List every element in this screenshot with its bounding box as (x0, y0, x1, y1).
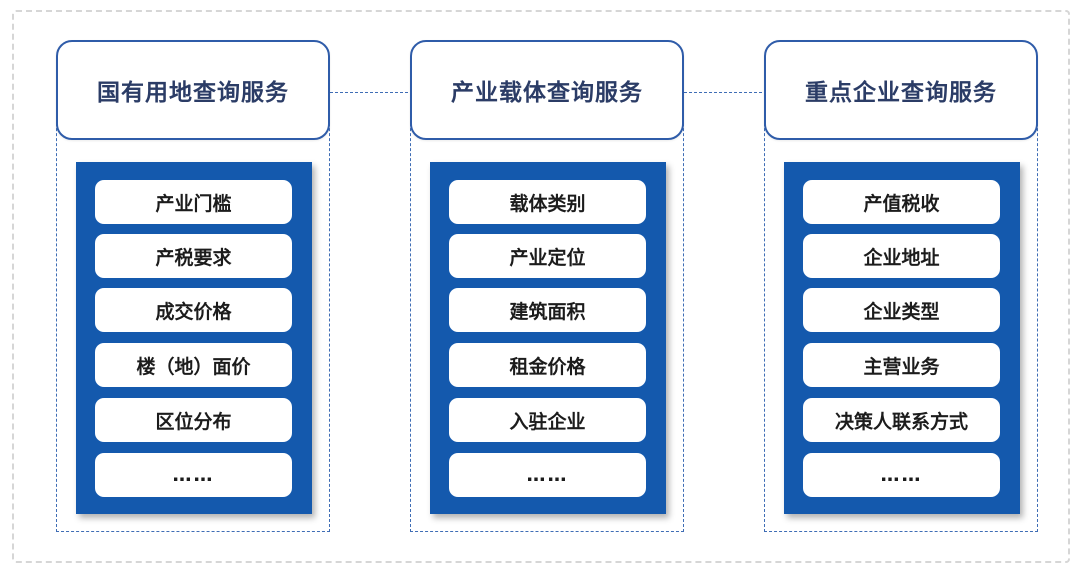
list-item[interactable]: 产业门槛 (95, 180, 292, 224)
service-title[interactable]: 产业载体查询服务 (410, 40, 684, 140)
list-item[interactable]: 决策人联系方式 (803, 398, 1000, 442)
service-group-enterprise: 重点企业查询服务 产值税收 企业地址 企业类型 主营业务 决策人联系方式 …… (764, 40, 1038, 532)
list-item[interactable]: 楼（地）面价 (95, 343, 292, 387)
list-item[interactable]: 载体类别 (449, 180, 646, 224)
item-panel: 产值税收 企业地址 企业类型 主营业务 决策人联系方式 …… (784, 162, 1020, 514)
group-dashed-border (410, 98, 684, 532)
list-item[interactable]: 产税要求 (95, 234, 292, 278)
list-item[interactable]: 企业类型 (803, 288, 1000, 332)
list-item[interactable]: 建筑面积 (449, 288, 646, 332)
list-item-more[interactable]: …… (95, 453, 292, 497)
list-item[interactable]: 入驻企业 (449, 398, 646, 442)
item-panel: 载体类别 产业定位 建筑面积 租金价格 入驻企业 …… (430, 162, 666, 514)
list-item[interactable]: 企业地址 (803, 234, 1000, 278)
service-group-land: 国有用地查询服务 产业门槛 产税要求 成交价格 楼（地）面价 区位分布 …… (56, 40, 330, 532)
connector-line-1 (330, 92, 408, 93)
list-item[interactable]: 租金价格 (449, 343, 646, 387)
outer-dashed-frame (12, 10, 1070, 563)
connector-line-2 (684, 92, 762, 93)
list-item[interactable]: 区位分布 (95, 398, 292, 442)
group-dashed-border (764, 98, 1038, 532)
list-item[interactable]: 成交价格 (95, 288, 292, 332)
list-item[interactable]: 产业定位 (449, 234, 646, 278)
group-dashed-border (56, 98, 330, 532)
service-title[interactable]: 国有用地查询服务 (56, 40, 330, 140)
list-item-more[interactable]: …… (803, 453, 1000, 497)
list-item[interactable]: 产值税收 (803, 180, 1000, 224)
service-title[interactable]: 重点企业查询服务 (764, 40, 1038, 140)
item-panel: 产业门槛 产税要求 成交价格 楼（地）面价 区位分布 …… (76, 162, 312, 514)
list-item-more[interactable]: …… (449, 453, 646, 497)
service-group-carrier: 产业载体查询服务 载体类别 产业定位 建筑面积 租金价格 入驻企业 …… (410, 40, 684, 532)
list-item[interactable]: 主营业务 (803, 343, 1000, 387)
